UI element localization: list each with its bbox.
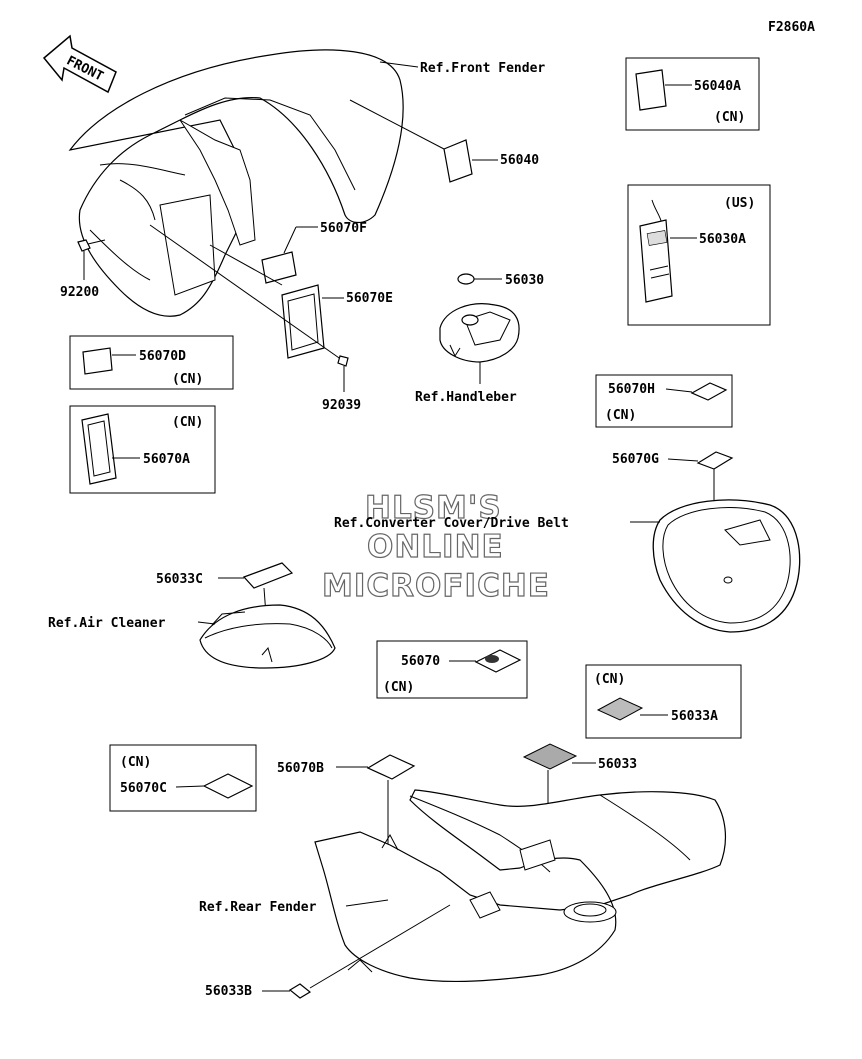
rivet-92039-icon [149,224,349,392]
part-92200: 92200 [60,285,99,300]
ref-converter-cover: Ref.Converter Cover/Drive Belt [334,516,569,531]
part-56070a: 56070A [143,452,190,467]
ref-handlebar: Ref.Handleber [415,390,517,405]
sticker-56033 [522,743,578,770]
ref-rear-fender: Ref.Rear Fender [199,900,317,915]
tag-56040a-cn: (CN) [714,110,745,125]
watermark-line-3: MICROFICHE [322,568,550,604]
sticker-56070g [696,451,734,470]
front-arrow-icon: FRONT [42,34,117,94]
part-56070b: 56070B [277,761,324,776]
figure-code: F2860A [768,20,815,35]
ref-front-fender: Ref.Front Fender [420,61,545,76]
tag-56033a-cn: (CN) [594,672,625,687]
part-92039: 92039 [322,398,361,413]
watermark-line-1: HLSM'S [365,490,502,526]
box-56040a [625,57,760,131]
tag-56070d-cn: (CN) [172,372,203,387]
part-56070c: 56070C [120,781,167,796]
box-56030a [627,184,771,326]
box-56070h [595,374,733,428]
tag-56070-cn: (CN) [383,680,414,695]
part-56033b: 56033B [205,984,252,999]
watermark: HLSM'S ONLINE MICROFICHE [321,489,550,604]
box-56070c [109,744,257,812]
box-56070a [69,405,216,494]
ref-air-cleaner: Ref.Air Cleaner [48,616,166,631]
front-fender-drawing [68,49,404,317]
converter-cover-drawing [652,499,801,633]
box-56070 [376,640,528,699]
tag-56030a-us: (US) [724,196,755,211]
watermark-line-2: ONLINE [367,529,504,565]
air-cleaner-cover-drawing [199,604,336,669]
part-56070g: 56070G [612,452,659,467]
part-56070d: 56070D [139,349,186,364]
rear-fender-drawing [314,789,726,983]
part-56070: 56070 [401,654,440,669]
sticker-56033c [242,562,294,589]
part-56070h: 56070H [608,382,655,397]
box-56070d [69,335,234,390]
part-56070f: 56070F [320,221,367,236]
tag-56070c-cn: (CN) [120,755,151,770]
handlebar-cover-drawing [439,273,520,384]
part-56030a: 56030A [699,232,746,247]
part-56030: 56030 [505,273,544,288]
sticker-56033b [288,983,312,999]
part-56033: 56033 [598,757,637,772]
sticker-56070f [261,226,318,284]
box-56033a [585,664,742,739]
part-56070e: 56070E [346,291,393,306]
part-56040: 56040 [500,153,539,168]
part-56033a: 56033A [671,709,718,724]
tag-56070h-cn: (CN) [605,408,636,423]
hang-tag-56030a-icon [639,199,697,303]
sticker-56070b [366,754,416,780]
tag-56070a-cn: (CN) [172,415,203,430]
part-56040a: 56040A [694,79,741,94]
part-56033c: 56033C [156,572,203,587]
sticker-56040 [349,99,498,183]
clip-92200-icon [77,239,106,280]
